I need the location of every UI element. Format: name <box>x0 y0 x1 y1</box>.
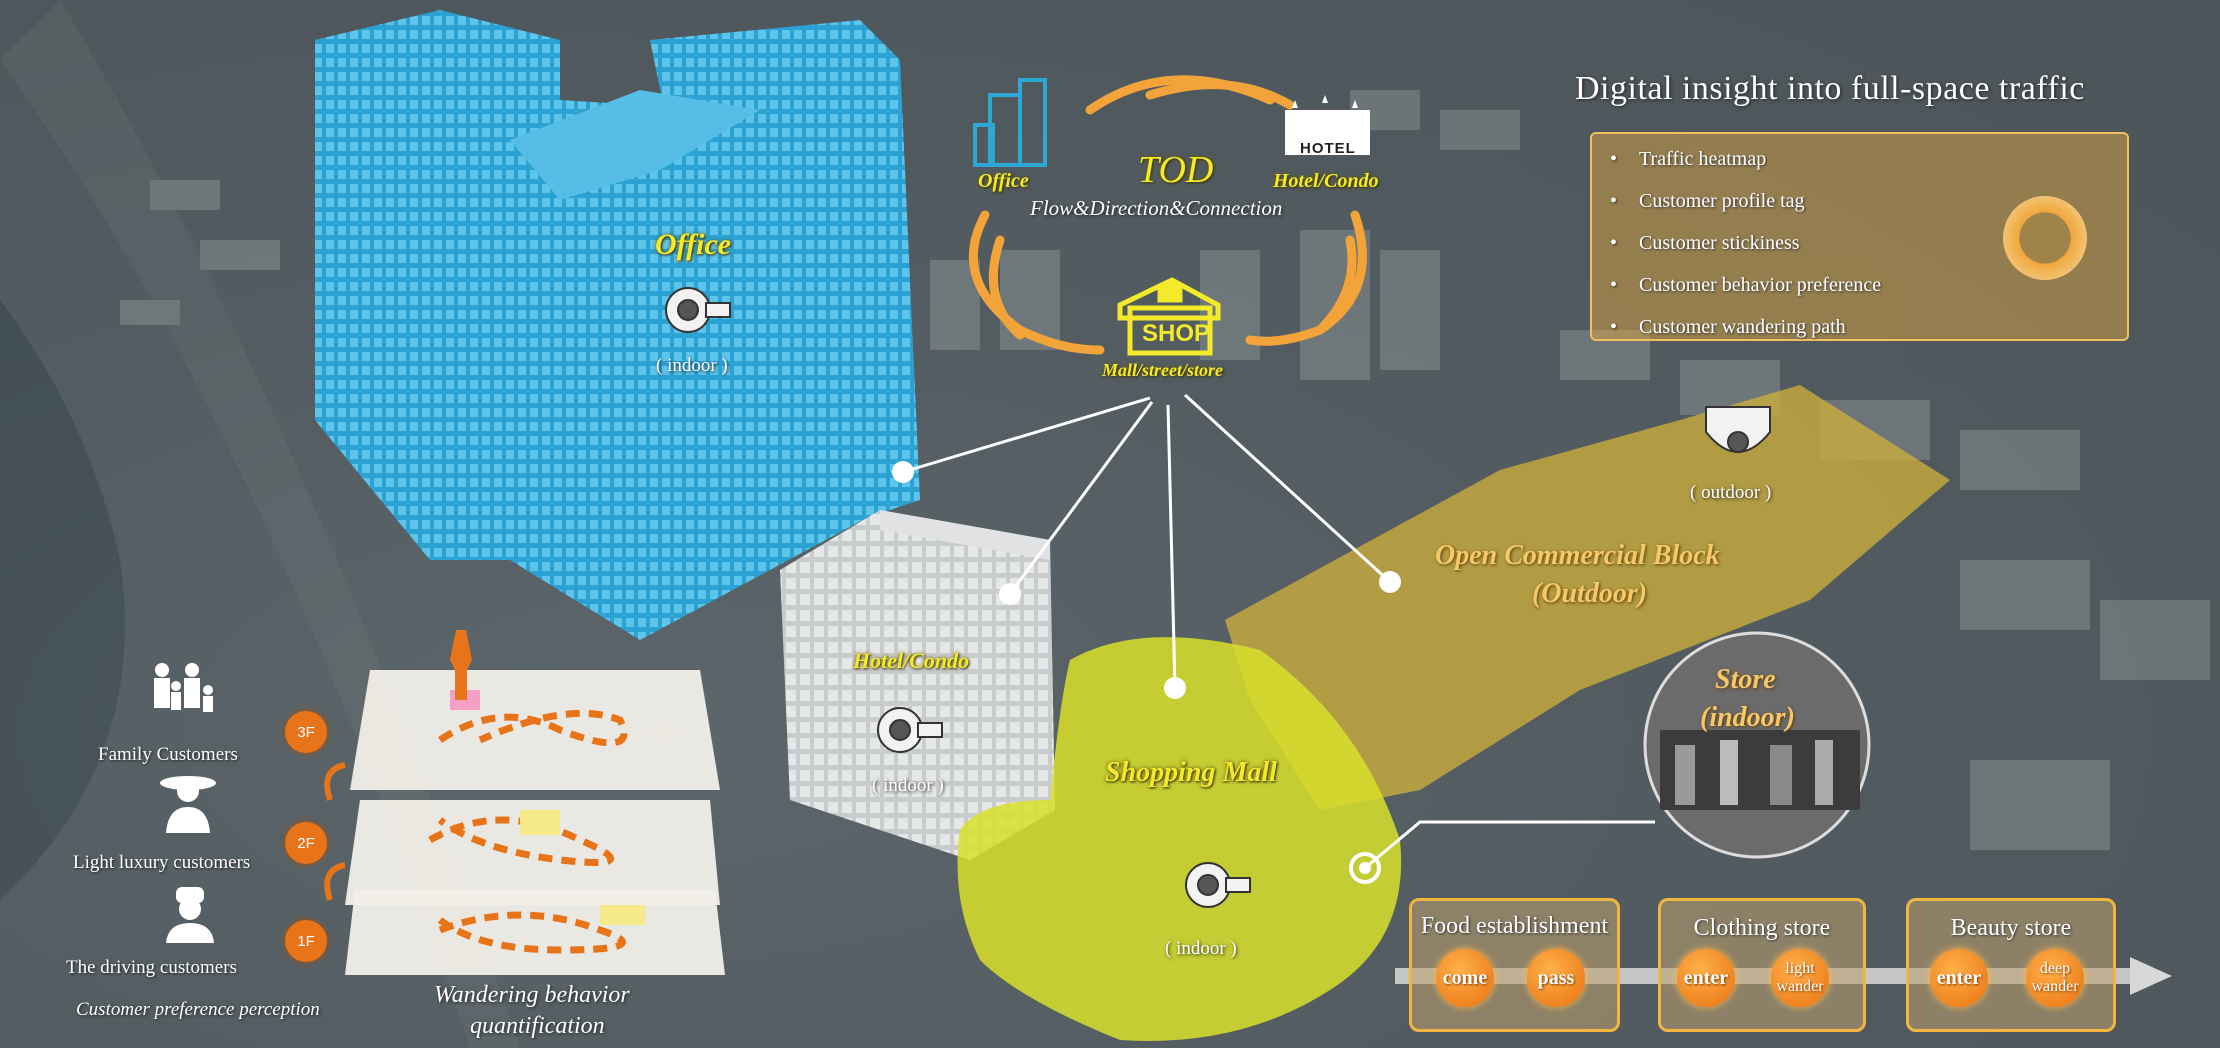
shop-sign: SHOP <box>1142 320 1211 347</box>
insight-title: Digital insight into full-space traffic <box>1575 70 2085 107</box>
insight-item: Customer behavior preference <box>1610 264 1881 306</box>
shopping-mall-area <box>957 637 1402 1041</box>
store-zone-label: Store <box>1715 664 1776 695</box>
floor-badge-1f: 1F <box>285 920 327 962</box>
office-camera-label: ( indoor ) <box>656 355 728 376</box>
store-box-title: Clothing store <box>1693 915 1831 941</box>
hotel-icon <box>1285 95 1370 155</box>
block-zone-sublabel: (Outdoor) <box>1532 578 1648 609</box>
office-building-icon <box>973 78 1047 167</box>
insight-panel: Traffic heatmap Customer profile tag Cus… <box>1590 132 2129 341</box>
tod-hotel-label: Hotel/Condo <box>1273 170 1379 192</box>
mall-zone-label: Shopping Mall <box>1105 757 1277 788</box>
driving-customers-label: The driving customers <box>66 957 237 978</box>
insight-item: Customer stickiness <box>1610 222 1881 264</box>
tod-title: TOD <box>1138 149 1214 191</box>
hotel-zone-label: Hotel/Condo <box>853 648 970 673</box>
office-zone-label: Office <box>655 228 732 261</box>
connector-lines <box>902 393 1655 870</box>
block-zone-label: Open Commercial Block <box>1435 540 1720 571</box>
food-establishment-box: Food establishment <box>1409 898 1620 1032</box>
floor-plan-stack <box>345 630 725 975</box>
light-luxury-customers-label: Light luxury customers <box>73 852 251 873</box>
block-camera-label: ( outdoor ) <box>1690 482 1772 503</box>
connector-dots <box>892 461 1401 884</box>
office-towers <box>315 10 920 640</box>
enter-step: enter <box>1930 949 1988 1007</box>
insight-item: Traffic heatmap <box>1610 138 1881 180</box>
pass-step: pass <box>1527 949 1585 1007</box>
floor-badge-2f: 2F <box>285 822 327 864</box>
wandering-caption-line1: Wandering behavior <box>434 982 630 1008</box>
hotel-building <box>780 510 1055 860</box>
floor-badge-3f: 3F <box>285 711 327 753</box>
enter-step: enter <box>1677 949 1735 1007</box>
tod-office-label: Office <box>978 170 1029 192</box>
family-customers-label: Family Customers <box>98 744 238 765</box>
mall-camera-label: ( indoor ) <box>1165 938 1237 959</box>
tod-cycle-arrows <box>968 75 1367 355</box>
store-interior-photo <box>1643 631 1871 859</box>
insight-list: Traffic heatmap Customer profile tag Cus… <box>1610 138 1881 348</box>
wandering-caption-line2: quantification <box>470 1013 605 1039</box>
floor-arrows <box>324 762 346 901</box>
light-wander-step: light wander <box>1771 949 1829 1007</box>
insight-item: Customer profile tag <box>1610 180 1881 222</box>
donut-chart-icon <box>2003 196 2087 280</box>
deep-wander-step: deep wander <box>2026 949 2084 1007</box>
open-commercial-block-area <box>1225 385 1950 810</box>
customer-person-icons <box>154 663 216 943</box>
tod-subtitle: Flow&Direction&Connection <box>1030 196 1283 220</box>
insight-item: Customer wandering path <box>1610 306 1881 348</box>
store-box-title: Food establishment <box>1420 913 1609 939</box>
tod-shop-label: Mall/street/store <box>1102 360 1223 380</box>
customer-preference-caption: Customer preference perception <box>76 999 320 1020</box>
store-box-title: Beauty store <box>1950 915 2072 941</box>
hotel-camera-label: ( indoor ) <box>872 775 944 796</box>
store-zone-sublabel: (indoor) <box>1700 702 1795 733</box>
come-step: come <box>1436 949 1494 1007</box>
hotel-sign: HOTEL <box>1300 140 1356 157</box>
camera-icons <box>665 287 1771 908</box>
shop-icon <box>1117 277 1221 356</box>
